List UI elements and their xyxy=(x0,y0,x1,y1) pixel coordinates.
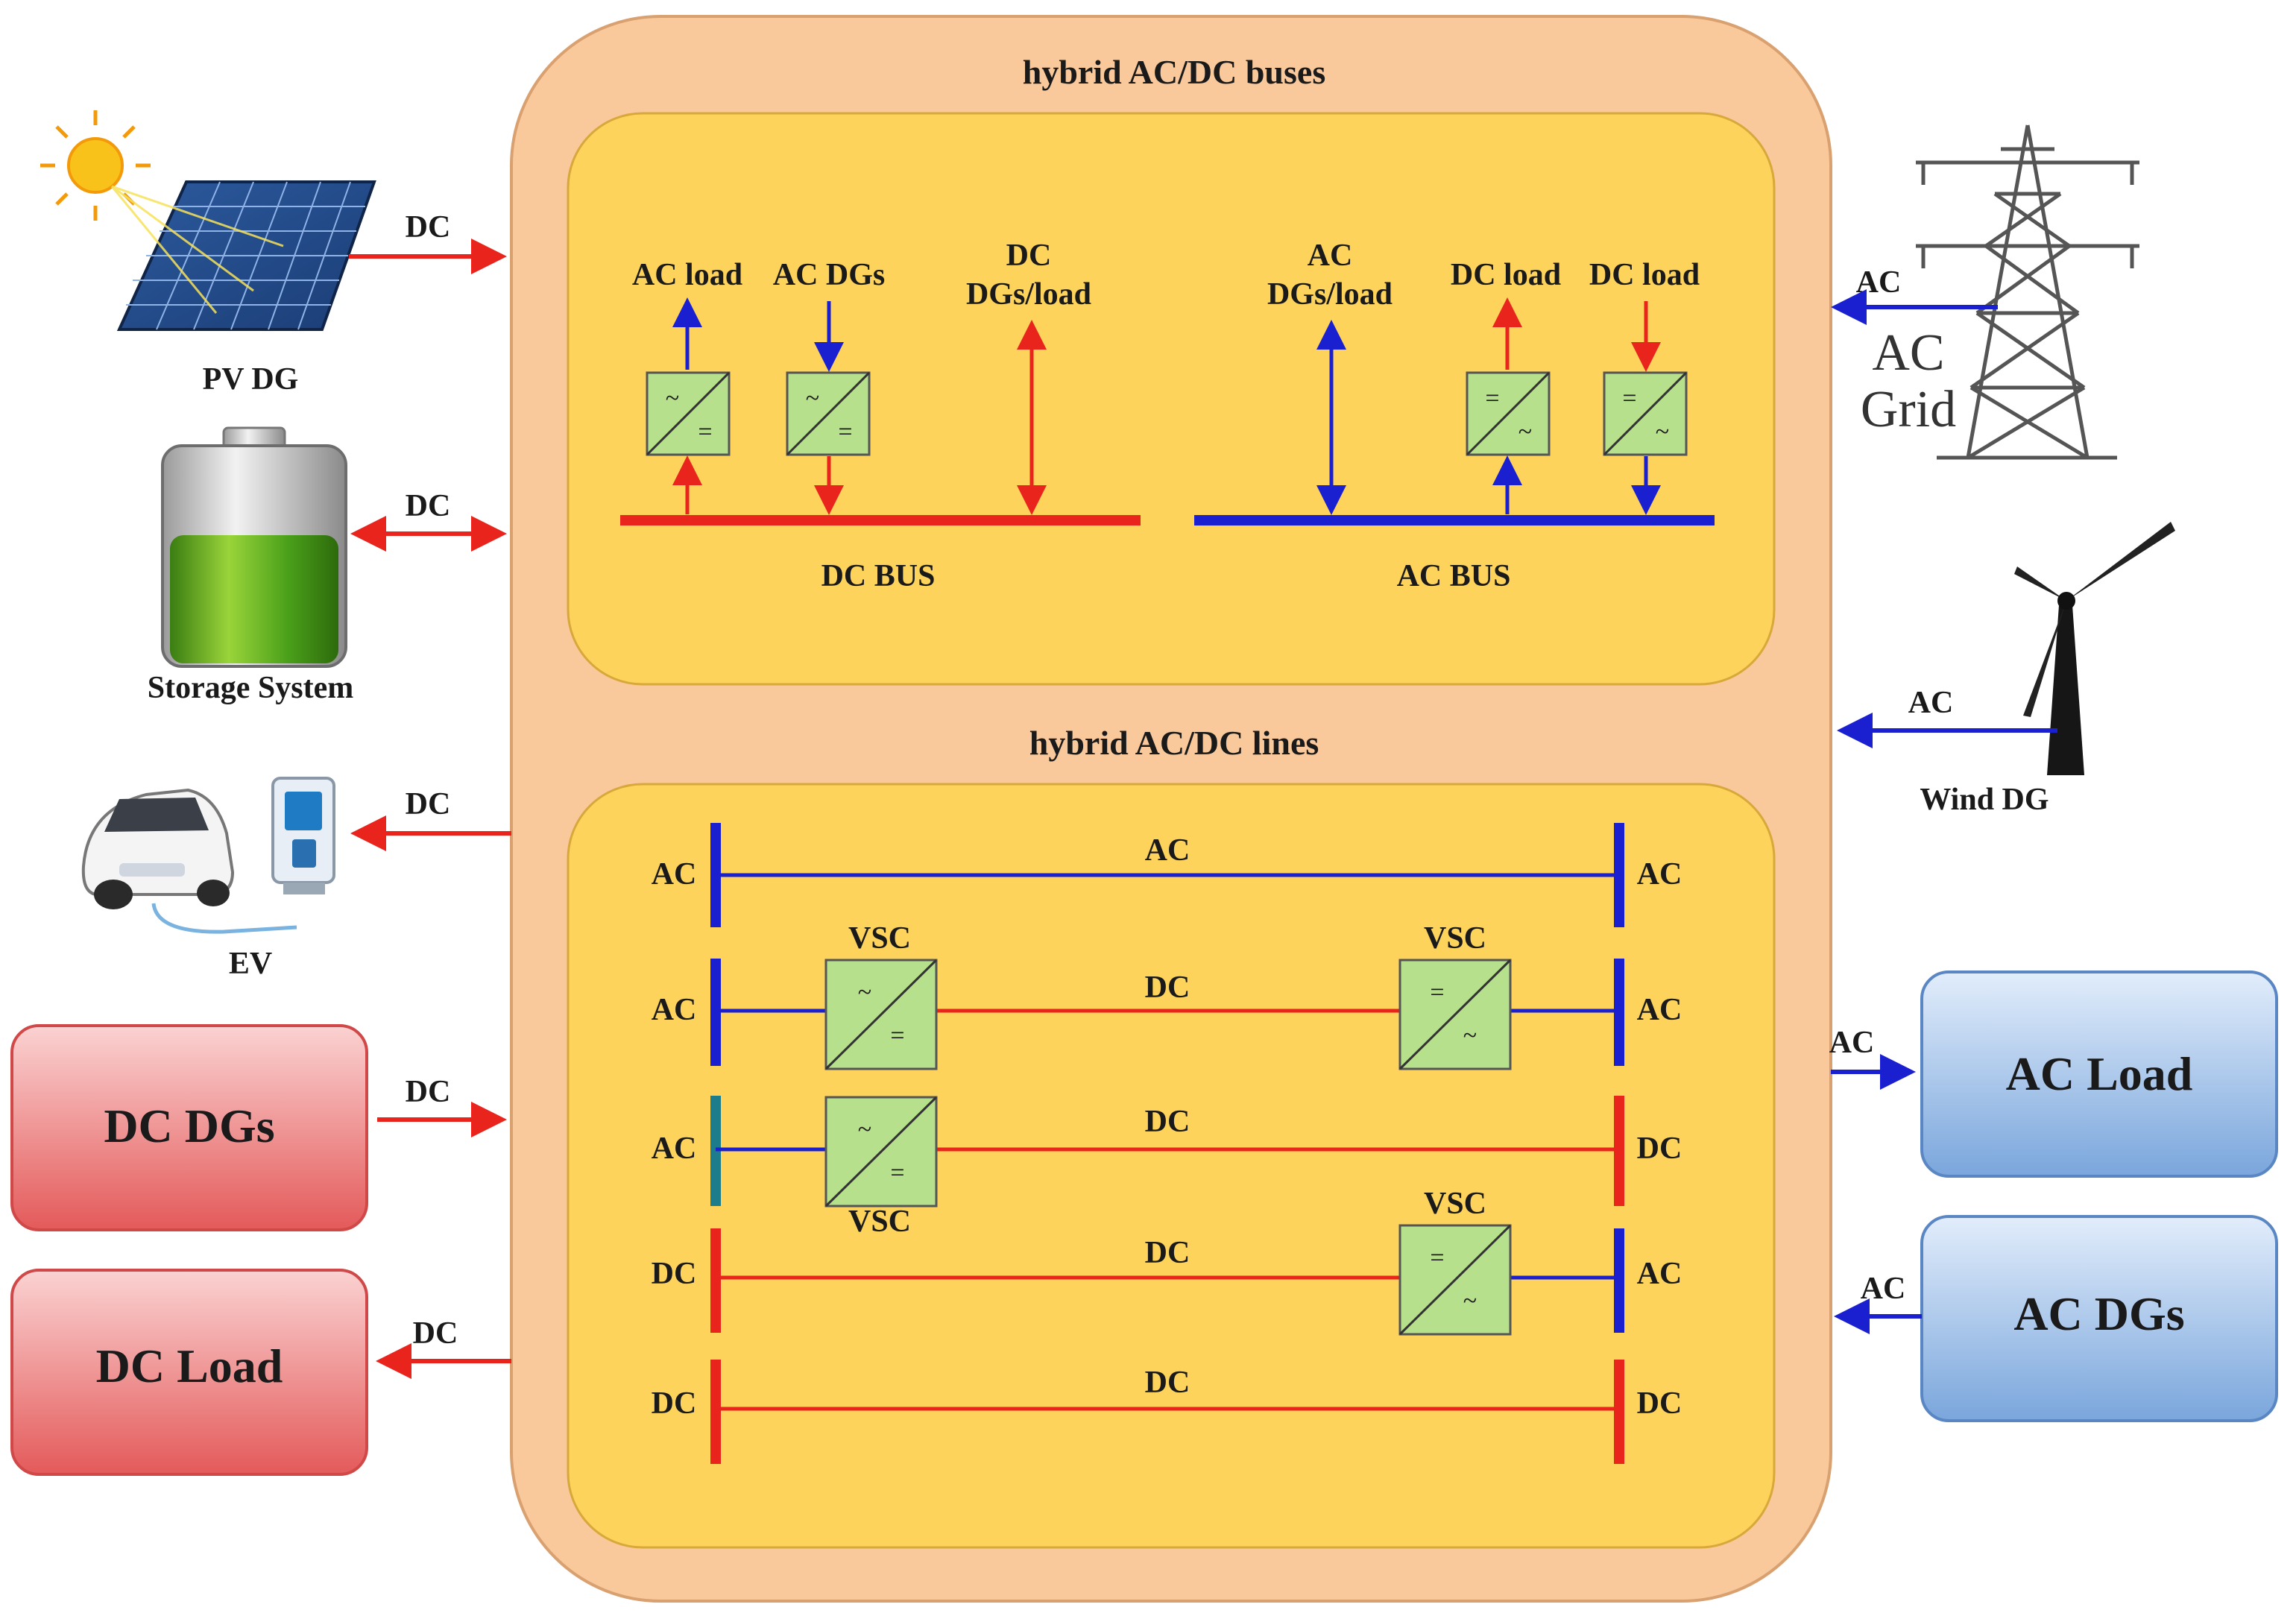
wind-turbine-icon xyxy=(2014,522,2175,775)
row-4-left-label: DC xyxy=(652,1257,697,1291)
pv-panel-icon xyxy=(40,110,376,331)
lines-panel-title: hybrid AC/DC lines xyxy=(1029,724,1319,762)
ev-label: EV xyxy=(229,947,272,981)
buses-panel-title: hybrid AC/DC buses xyxy=(1023,53,1325,91)
converter-dc-symbol: = xyxy=(1485,385,1499,412)
converter-ac-symbol: ~ xyxy=(858,979,871,1006)
electric-car-icon xyxy=(81,788,297,934)
row-5-middle-label: DC xyxy=(1145,1366,1190,1400)
converter-ac-symbol: ~ xyxy=(1656,418,1669,446)
ac-dgs-link-label: AC xyxy=(1861,1272,1906,1306)
ac-dgs-label: AC DGs xyxy=(773,258,886,292)
wind-dg-label: Wind DG xyxy=(1920,783,2049,817)
converter-dc-symbol: = xyxy=(698,418,712,446)
dc-load-box-label: DC Load xyxy=(96,1339,283,1392)
row-3-left-label: AC xyxy=(652,1131,697,1166)
ac-load-box-label: AC Load xyxy=(2006,1047,2193,1100)
line-row-4: = ~ VSC DC DC AC xyxy=(652,1187,1682,1336)
converter-dc-symbol: = xyxy=(1430,1244,1444,1272)
ac-grid-label-line1: AC xyxy=(1872,324,1944,382)
ac-load-box xyxy=(1920,970,2278,1178)
dc-load-2-converter: = ~ xyxy=(1603,371,1688,456)
row-2-right-label: AC xyxy=(1637,993,1682,1027)
ac-dgs-load-label-line2: DGs/load xyxy=(1267,277,1393,312)
transmission-tower-icon xyxy=(1916,124,2139,460)
ev-link-label: DC xyxy=(406,787,451,821)
dc-load-2-label: DC load xyxy=(1589,258,1700,292)
dc-bus-label: DC BUS xyxy=(821,559,936,593)
dc-dgs-load-label-line1: DC xyxy=(1006,239,1052,273)
row-2-left-vsc-label: VSC xyxy=(848,921,911,956)
storage-label: Storage System xyxy=(148,671,353,705)
ac-load-converter: ~ = xyxy=(646,371,731,456)
dc-dgs-box xyxy=(10,1024,368,1231)
row-2-middle-label: DC xyxy=(1145,970,1190,1005)
ac-grid-label-line2: Grid xyxy=(1861,381,1956,438)
dc-load-link-label: DC xyxy=(413,1316,458,1351)
converter-ac-symbol: ~ xyxy=(1518,418,1532,446)
pv-dg-label: PV DG xyxy=(203,362,299,397)
ac-dgs-box-label: AC DGs xyxy=(2013,1287,2184,1340)
wind-link-label: AC xyxy=(1908,686,1954,720)
converter-ac-symbol: ~ xyxy=(806,385,819,412)
row-3-vsc-label: VSC xyxy=(848,1205,911,1239)
row-1-middle-label: AC xyxy=(1145,833,1190,868)
ac-bus-label: AC BUS xyxy=(1397,559,1511,593)
converter-ac-symbol: ~ xyxy=(1463,1022,1477,1050)
converter-ac-symbol: ~ xyxy=(1463,1287,1477,1315)
row-2-right-vsc: = ~ xyxy=(1398,959,1512,1070)
dc-dgs-label: DC DGs xyxy=(104,1099,274,1152)
line-row-1: AC AC AC xyxy=(652,823,1682,927)
row-2-right-vsc-label: VSC xyxy=(1424,921,1486,956)
converter-dc-symbol: = xyxy=(890,1159,904,1187)
converter-dc-symbol: = xyxy=(838,418,852,446)
ac-dgs-load-label-line1: AC xyxy=(1308,239,1353,273)
row-3-middle-label: DC xyxy=(1145,1105,1190,1139)
row-3-right-label: DC xyxy=(1637,1131,1682,1166)
row-4-vsc-label: VSC xyxy=(1424,1187,1486,1221)
row-4-middle-label: DC xyxy=(1145,1236,1190,1270)
lines-panel xyxy=(567,783,1776,1549)
converter-dc-symbol: = xyxy=(890,1022,904,1050)
line-row-5: DC DC DC xyxy=(652,1360,1682,1464)
row-5-right-label: DC xyxy=(1637,1386,1682,1421)
ac-load-label: AC load xyxy=(632,258,742,292)
converter-ac-symbol: ~ xyxy=(858,1116,871,1143)
dc-dgs-link-label: DC xyxy=(406,1075,451,1109)
row-2-left-label: AC xyxy=(652,993,697,1027)
converter-dc-symbol: = xyxy=(1622,385,1636,412)
row-4-vsc: = ~ xyxy=(1398,1224,1512,1336)
dc-load-1-converter: = ~ xyxy=(1466,371,1551,456)
dc-load-1-label: DC load xyxy=(1451,258,1561,292)
sun-icon xyxy=(40,110,151,221)
line-row-2: ~ = = ~ VSC VSC AC DC AC xyxy=(652,921,1682,1070)
pv-link-label: DC xyxy=(406,210,451,244)
row-2-left-vsc: ~ = xyxy=(824,959,938,1070)
ac-dgs-converter: ~ = xyxy=(786,371,871,456)
ac-load-link-label: AC xyxy=(1829,1026,1875,1060)
line-row-3: ~ = VSC AC DC DC xyxy=(652,1096,1682,1239)
row-3-vsc: ~ = xyxy=(824,1096,938,1208)
battery-icon xyxy=(161,426,347,668)
row-5-left-label: DC xyxy=(652,1386,697,1421)
charging-station-icon xyxy=(271,777,335,894)
row-1-left-label: AC xyxy=(652,857,697,891)
buses-panel xyxy=(567,112,1776,686)
row-4-right-label: AC xyxy=(1637,1257,1682,1291)
row-1-right-label: AC xyxy=(1637,857,1682,891)
dc-dgs-load-label-line2: DGs/load xyxy=(966,277,1091,312)
converter-dc-symbol: = xyxy=(1430,979,1444,1006)
converter-ac-symbol: ~ xyxy=(666,385,679,412)
ac-grid-link-label: AC xyxy=(1856,265,1902,300)
dc-load-box xyxy=(10,1269,368,1476)
storage-link-label: DC xyxy=(406,489,451,523)
